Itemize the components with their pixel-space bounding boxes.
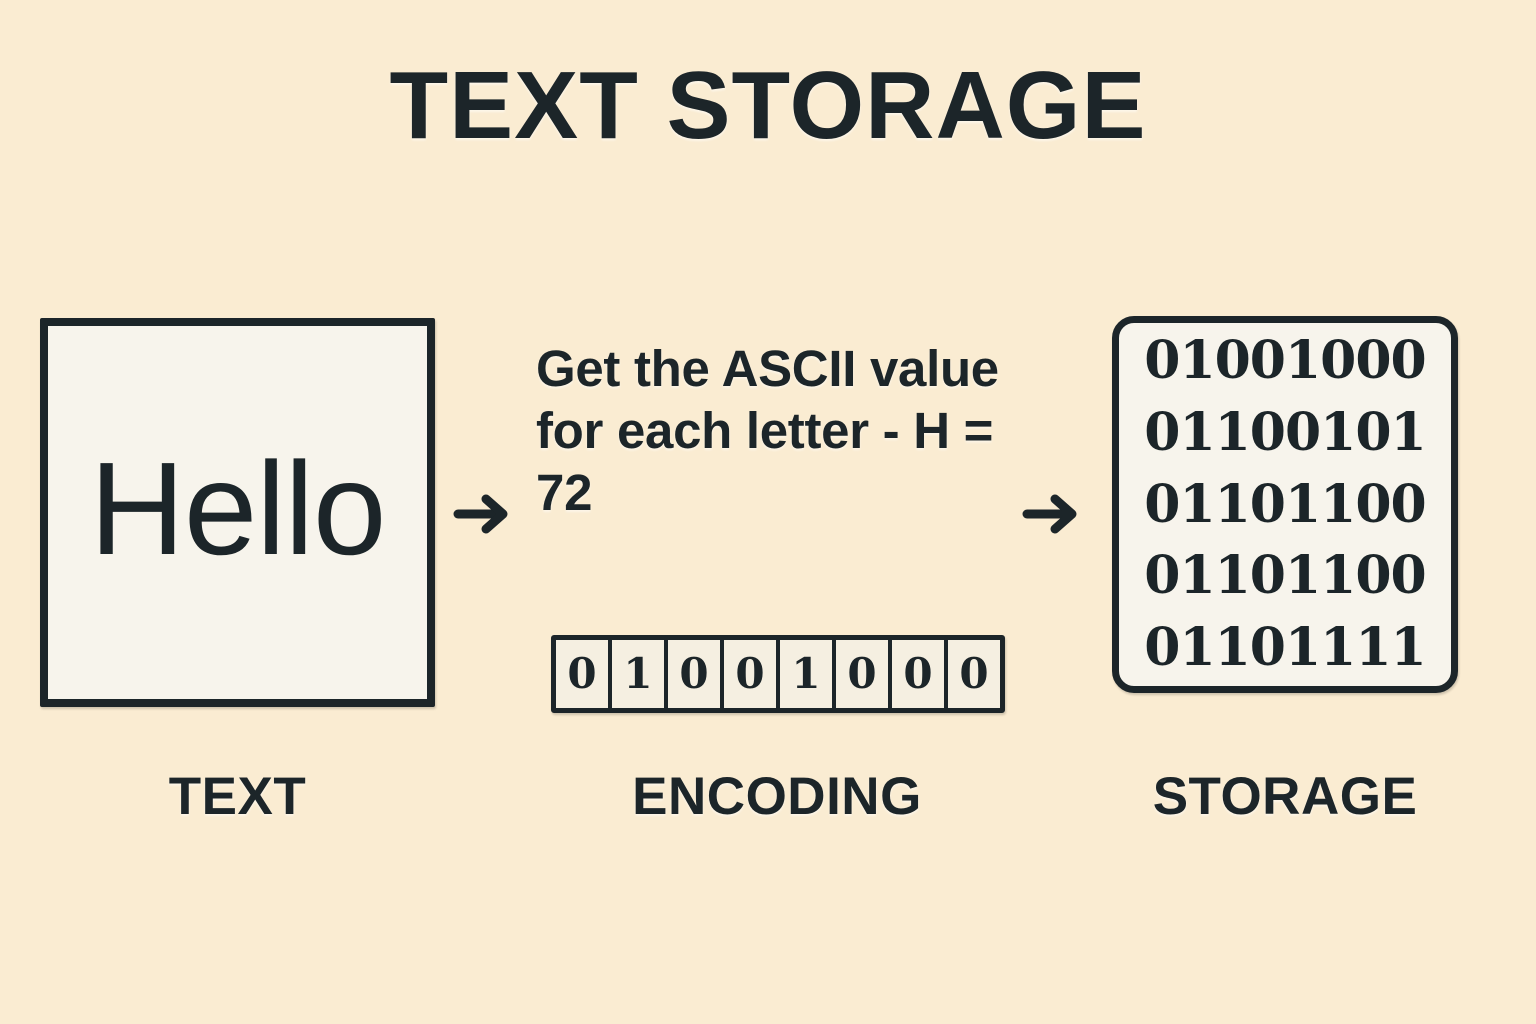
right-arrow-icon: [1022, 483, 1084, 545]
bit-cell: 0: [724, 640, 776, 708]
storage-card: 01001000 01100101 01101100 01101100 0110…: [1112, 316, 1458, 693]
byte-row: 01101111: [1144, 617, 1426, 679]
text-sample-value: Hello: [89, 434, 387, 582]
bit-cell: 0: [948, 640, 1000, 708]
text-sample-box: Hello: [40, 318, 435, 707]
right-arrow-icon: [453, 483, 515, 545]
bit-cell: 1: [612, 640, 664, 708]
byte-row: 01001000: [1144, 330, 1426, 392]
bit-cell: 1: [780, 640, 832, 708]
bit-cell: 0: [836, 640, 888, 708]
bit-strip: 0 1 0 0 1 0 0 0: [551, 635, 1005, 713]
page-title: TEXT STORAGE: [389, 52, 1147, 159]
section-label-encoding: ENCODING: [632, 767, 922, 826]
byte-row: 01100101: [1144, 401, 1426, 463]
section-label-text: TEXT: [168, 767, 307, 826]
encoding-caption: Get the ASCII value for each letter - H …: [536, 340, 999, 522]
section-label-storage: STORAGE: [1152, 767, 1418, 826]
bit-cell: 0: [668, 640, 720, 708]
byte-row: 01101100: [1144, 473, 1426, 535]
bit-cell: 0: [556, 640, 608, 708]
bit-cell: 0: [892, 640, 944, 708]
byte-row: 01101100: [1144, 545, 1426, 607]
